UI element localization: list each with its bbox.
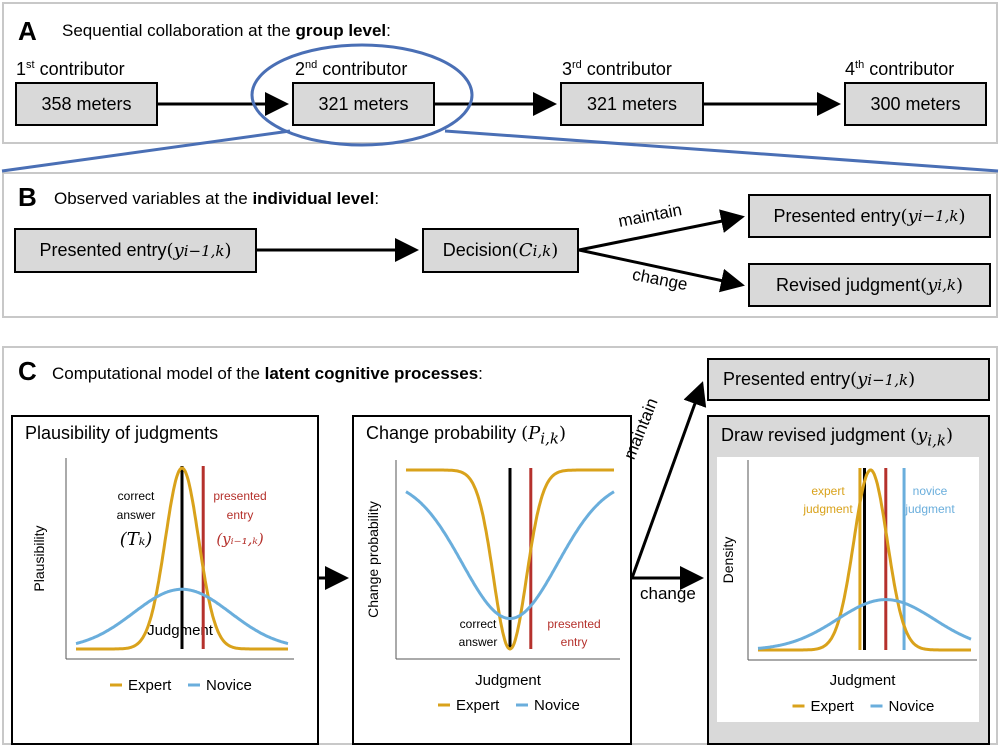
change-probability-title: Change probability (Pi,k) (366, 423, 566, 448)
contributor-1-label: 1st contributor (16, 59, 125, 79)
change-probability-box: Change probability (Pi,k) (352, 415, 632, 745)
panel-a-letter: A (18, 16, 37, 46)
plausibility-box: Plausibility of judgments (11, 415, 319, 745)
panel-b-title: Observed variables at the individual lev… (54, 189, 379, 209)
contributor-4-box: 300 meters (844, 82, 987, 126)
panel-a-title-bold: group level (295, 21, 387, 40)
contributor-3-label: 3rd contributor (562, 59, 672, 79)
contributor-1-box: 358 meters (15, 82, 158, 126)
panel-c-letter: C (18, 356, 37, 386)
draw-revised-plot-area (717, 457, 979, 722)
plausibility-title: Plausibility of judgments (25, 423, 219, 443)
panel-b-title-text: Observed variables at the (54, 189, 253, 208)
panel-b-title-suffix: : (374, 189, 380, 208)
contributor-2-box: 321 meters (292, 82, 435, 126)
panel-a (2, 2, 998, 144)
draw-revised-title: Draw revised judgment (yi,k) (721, 425, 953, 450)
panel-c-title-bold: latent cognitive processes (264, 364, 479, 383)
contributor-4-label: 4th contributor (845, 59, 955, 79)
panel-c-title: Computational model of the latent cognit… (52, 364, 483, 384)
panel-a-title-text: Sequential collaboration at the (62, 21, 296, 40)
panel-a-title: Sequential collaboration at the group le… (62, 21, 391, 41)
draw-revised-box: Draw revised judgment (yi,k) (707, 415, 990, 745)
panel-c-title-suffix: : (478, 364, 483, 383)
contributor-2-label: 2nd contributor (295, 59, 408, 79)
panel-a-title-suffix: : (386, 21, 391, 40)
panel-c-title-text: Computational model of the (52, 364, 265, 383)
c-change-label: change (640, 584, 696, 603)
panel-b-title-bold: individual level (252, 189, 375, 208)
panel-b-letter: B (18, 182, 37, 212)
contributor-3-box: 321 meters (560, 82, 704, 126)
